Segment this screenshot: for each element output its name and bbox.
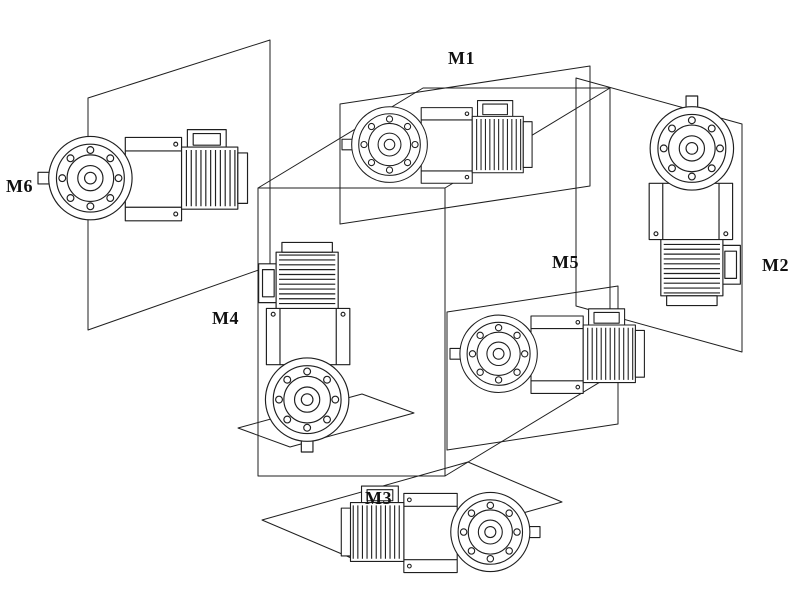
gearmotor-m2-illustration <box>648 95 741 307</box>
mounting-plane-m5 <box>446 285 619 451</box>
label-m3: M3 <box>365 488 392 508</box>
gearmotor-m5-illustration <box>449 308 645 394</box>
gearmotor-m6-illustration <box>37 129 249 222</box>
label-m1: M1 <box>448 48 475 68</box>
mounting-plane-m1 <box>339 65 591 225</box>
gearmotor-m4-illustration <box>258 241 351 453</box>
label-m6: M6 <box>6 176 33 196</box>
gearmotor-m1-illustration <box>341 100 533 184</box>
label-m2: M2 <box>762 255 789 275</box>
mounting-plane-m3 <box>261 461 563 561</box>
label-m4: M4 <box>212 308 239 328</box>
label-m5: M5 <box>552 252 579 272</box>
